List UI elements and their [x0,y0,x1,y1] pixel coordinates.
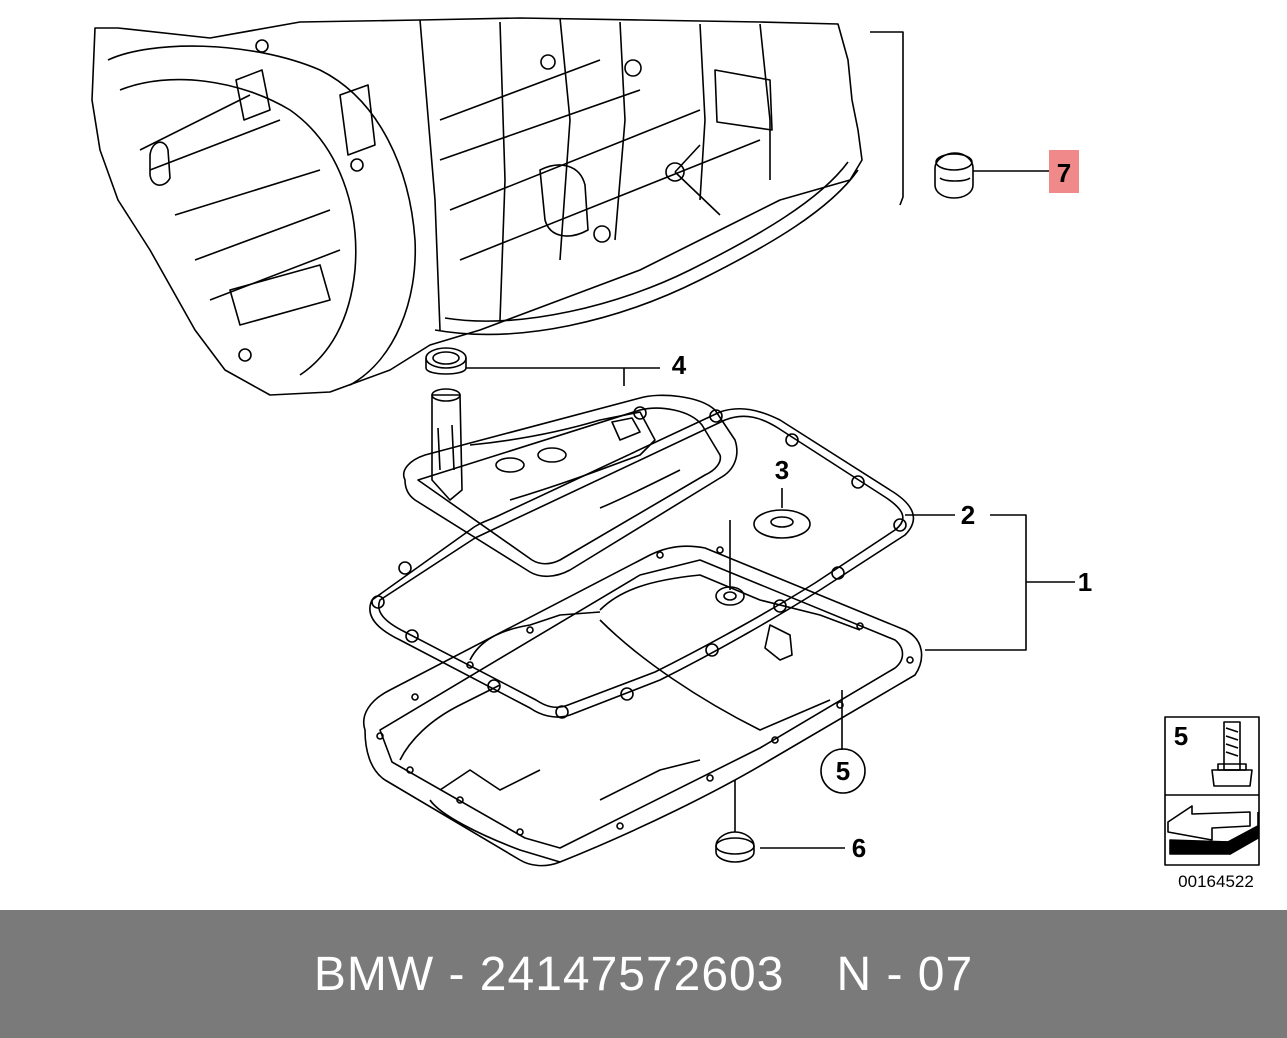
callout-1-bracket [925,514,1075,651]
callout-2: 2 [961,500,975,530]
plug-7 [870,31,1050,206]
callout-7: 7 [1057,158,1071,188]
caption-dash-2: - [886,947,904,1001]
oil-pan-1 [363,520,923,867]
ref-number: 07 [917,947,974,1001]
callout-7-highlight [1049,150,1079,193]
direction-arrow-icon [1167,805,1259,855]
parts-diagram: 7 4 3 2 1 5 6 5 00164522 [91,17,1260,891]
part-number: 24147572603 [479,947,785,1001]
legend-box [1164,716,1260,866]
callout-6: 6 [852,833,866,863]
brand-name: BMW [313,947,435,1001]
washer-3 [753,488,811,539]
callout-4: 4 [672,350,687,380]
seal-ring-4 [425,347,660,386]
caption-dash-1: - [448,947,466,1001]
image-number: 00164522 [1178,872,1254,891]
ref-prefix: N [836,947,873,1001]
gasket-2 [369,406,955,719]
callout-5: 5 [836,756,850,786]
callout-3: 3 [775,455,789,485]
callout-1: 1 [1078,567,1092,597]
part-caption: BMW - 24147572603 N - 07 [314,947,973,1002]
transmission-housing [91,17,863,396]
part-caption-bar: BMW - 24147572603 N - 07 [0,910,1287,1038]
drain-plug-6 [715,831,845,863]
oil-filter-4 [403,388,738,578]
legend-number: 5 [1174,721,1188,751]
callout-5-circle [820,748,866,794]
